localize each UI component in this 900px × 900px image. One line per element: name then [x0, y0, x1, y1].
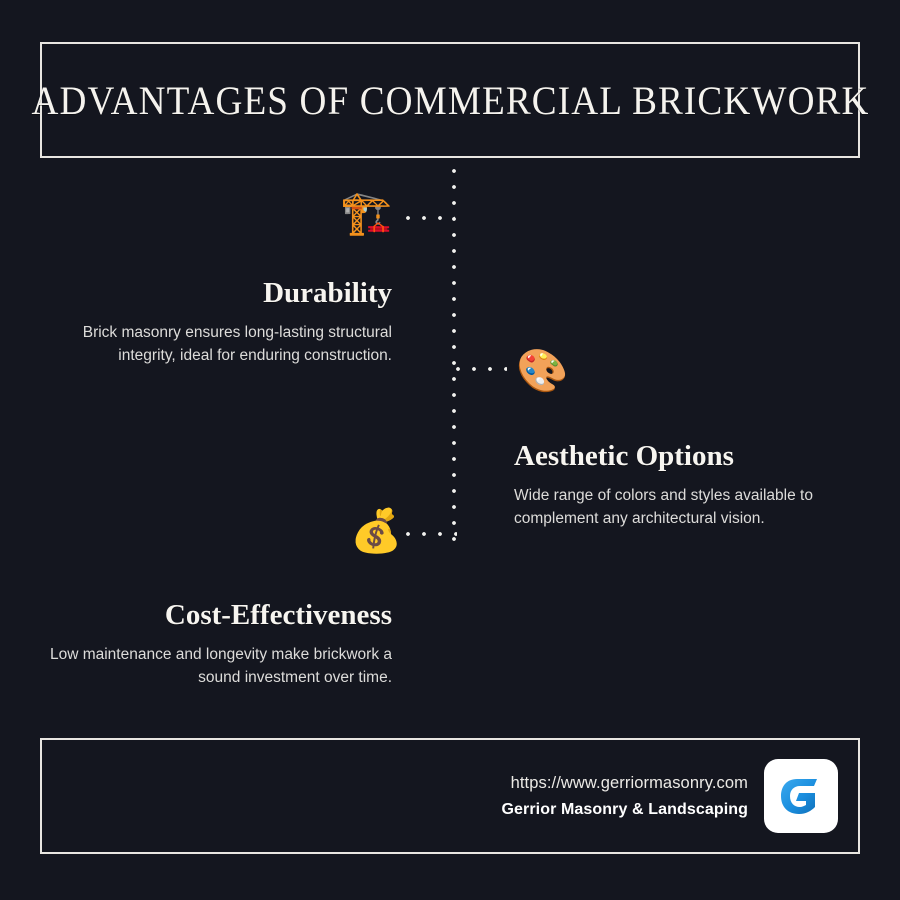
advantage-heading-durability: Durability: [263, 277, 392, 309]
advantage-heading-aesthetic: Aesthetic Options: [514, 440, 734, 472]
advantage-body-aesthetic: Wide range of colors and styles availabl…: [514, 487, 813, 527]
construction-crane-icon: 🏗️: [340, 188, 393, 237]
advantage-heading-cost: Cost-Effectiveness: [164, 599, 392, 631]
logo-g-icon: [781, 779, 817, 814]
footer-text-group: https://www.gerriormasonry.com Gerrior M…: [501, 774, 748, 819]
dotted-connector-aesthetic: [455, 366, 507, 372]
artist-palette-icon: 🎨: [516, 346, 569, 395]
advantage-body-cost: Low maintenance and longevity make brick…: [49, 646, 392, 686]
money-bag-icon: 💰: [350, 506, 403, 555]
footer-box: https://www.gerriormasonry.com Gerrior M…: [40, 738, 860, 854]
advantage-block-cost: Cost-Effectiveness Low maintenance and l…: [40, 600, 392, 689]
header-box: ADVANTAGES OF COMMERCIAL BRICKWORK: [31, 42, 868, 158]
dotted-connector-durability: [405, 215, 455, 221]
advantage-body-durability: Brick masonry ensures long-lasting struc…: [82, 324, 392, 364]
dotted-connector-cost: [405, 531, 457, 537]
company-logo: [764, 759, 838, 833]
page-title: ADVANTAGES OF COMMERCIAL BRICKWORK: [31, 77, 869, 123]
dotted-spine-line: [451, 168, 457, 544]
advantage-block-durability: Durability Brick masonry ensures long-la…: [40, 278, 392, 367]
footer-content: https://www.gerriormasonry.com Gerrior M…: [501, 740, 838, 852]
advantage-block-aesthetic: Aesthetic Options Wide range of colors a…: [514, 441, 860, 530]
website-url[interactable]: https://www.gerriormasonry.com: [510, 773, 748, 792]
brand-name: Gerrior Masonry & Landscaping: [501, 800, 748, 818]
